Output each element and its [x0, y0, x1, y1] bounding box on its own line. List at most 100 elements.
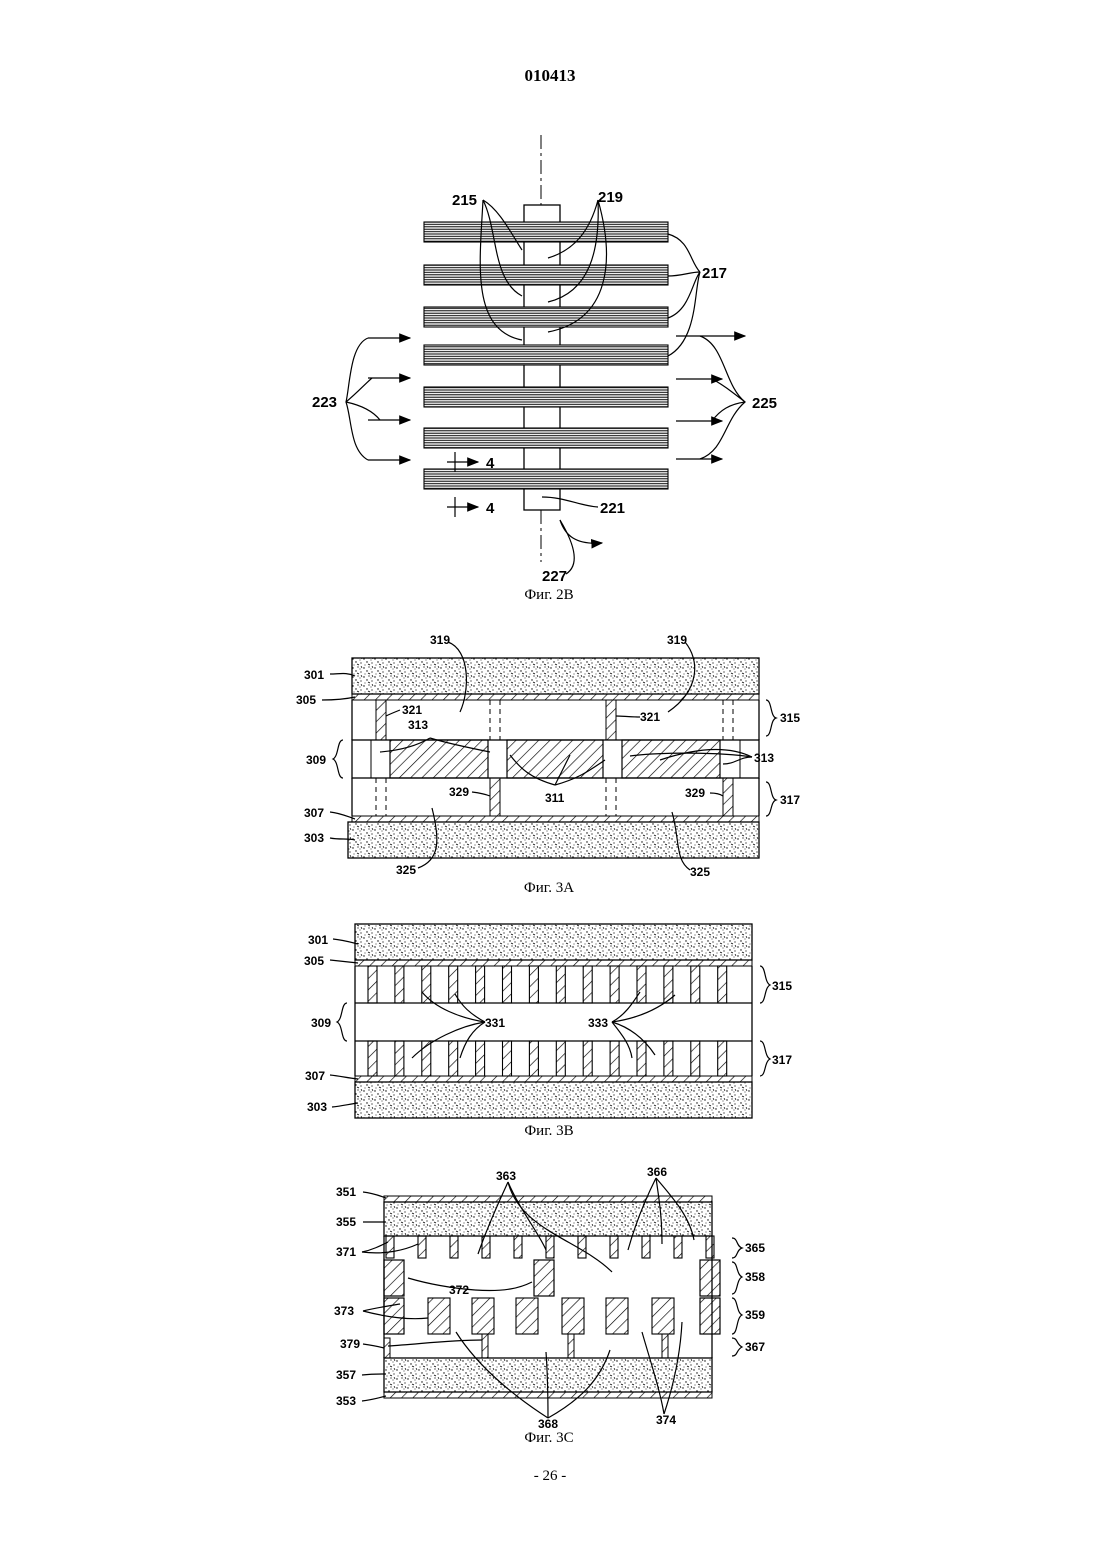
flow-fin: [610, 1236, 618, 1258]
label-331: 331: [485, 1016, 505, 1030]
label-358: 358: [745, 1270, 765, 1284]
label-217: 217: [702, 265, 727, 282]
label-366: 366: [647, 1165, 667, 1179]
channel-wall-post: [583, 966, 592, 1003]
channel-wall-post: [610, 966, 619, 1003]
label-215: 215: [452, 192, 477, 209]
channel-wall-post: [503, 966, 512, 1003]
label-371: 371: [336, 1245, 356, 1259]
flow-fin: [418, 1236, 426, 1258]
figure-3a-drawing: [322, 642, 776, 870]
label-357: 357: [336, 1368, 356, 1382]
channel-wall-post: [664, 1041, 673, 1076]
channel-wall-post: [449, 1041, 458, 1076]
label-359: 359: [745, 1308, 765, 1322]
cooling-plate: [424, 428, 668, 448]
separator-block: [428, 1298, 450, 1334]
channel-wall-post: [476, 966, 485, 1003]
label-319-left: 319: [430, 633, 450, 647]
cooling-plate: [424, 307, 668, 327]
label-355: 355: [336, 1215, 356, 1229]
channel-wall-post: [395, 966, 404, 1003]
channel-wall-post: [503, 1041, 512, 1076]
figure-2b-drawing: [346, 135, 745, 574]
page-number: - 26 -: [0, 1468, 1100, 1485]
channel-wall-post: [556, 966, 565, 1003]
label-section-4-top: 4: [486, 455, 495, 472]
separator-block: [516, 1298, 538, 1334]
flow-fin: [386, 1236, 394, 1258]
label-333: 333: [588, 1016, 608, 1030]
channel-wall-post: [610, 1041, 619, 1076]
label-372: 372: [449, 1283, 469, 1297]
label-305: 305: [296, 693, 316, 707]
flow-fin: [578, 1236, 586, 1258]
label-221: 221: [600, 500, 625, 517]
flow-fin: [514, 1236, 522, 1258]
flow-fin: [450, 1236, 458, 1258]
label-329-left: 329: [449, 785, 469, 799]
channel-wall-post: [368, 1041, 377, 1076]
label-219: 219: [598, 189, 623, 206]
label-309-b: 309: [311, 1016, 331, 1030]
label-368: 368: [538, 1417, 558, 1431]
label-223: 223: [312, 394, 337, 411]
channel-wall-post: [556, 1041, 565, 1076]
label-329-right: 329: [685, 786, 705, 800]
label-363: 363: [496, 1169, 516, 1183]
label-303-b: 303: [307, 1100, 327, 1114]
caption-fig-3b: Фиг. 3B: [399, 1123, 699, 1140]
label-315-b: 315: [772, 979, 792, 993]
label-321-left: 321: [402, 703, 422, 717]
channel-wall-post: [529, 966, 538, 1003]
cooling-plate: [424, 387, 668, 407]
channel-wall-post: [691, 966, 700, 1003]
separator-block: [652, 1298, 674, 1334]
cooling-plate: [424, 265, 668, 285]
label-section-4-bottom: 4: [486, 500, 495, 517]
channel-wall-post: [449, 966, 458, 1003]
caption-fig-2b: Фиг. 2B: [399, 587, 699, 604]
channel-wall-post: [529, 1041, 538, 1076]
caption-fig-3c: Фиг. 3C: [399, 1430, 699, 1447]
label-313-left: 313: [408, 718, 428, 732]
label-365: 365: [745, 1241, 765, 1255]
figure-3b-drawing: [330, 924, 770, 1118]
label-225: 225: [752, 395, 777, 412]
flow-fin: [706, 1236, 714, 1258]
channel-wall-post: [368, 966, 377, 1003]
label-303: 303: [304, 831, 324, 845]
label-317-b: 317: [772, 1053, 792, 1067]
label-353: 353: [336, 1394, 356, 1408]
channel-wall-post: [637, 1041, 646, 1076]
channel-wall-post: [718, 966, 727, 1003]
channel-wall-post: [583, 1041, 592, 1076]
label-319-right: 319: [667, 633, 687, 647]
label-315: 315: [780, 711, 800, 725]
label-379: 379: [340, 1337, 360, 1351]
label-311: 311: [545, 791, 565, 805]
label-321-right: 321: [640, 710, 660, 724]
channel-wall-post: [718, 1041, 727, 1076]
label-317: 317: [780, 793, 800, 807]
label-307-b: 307: [305, 1069, 325, 1083]
channel-wall-post: [637, 966, 646, 1003]
cooling-plate: [424, 345, 668, 365]
label-301: 301: [304, 668, 324, 682]
cooling-plate: [424, 222, 668, 242]
label-374: 374: [656, 1413, 676, 1427]
flow-fin: [642, 1236, 650, 1258]
label-367: 367: [745, 1340, 765, 1354]
label-351: 351: [336, 1185, 356, 1199]
flow-fin: [674, 1236, 682, 1258]
separator-block: [472, 1298, 494, 1334]
channel-wall-post: [691, 1041, 700, 1076]
label-373: 373: [334, 1304, 354, 1318]
separator-block: [606, 1298, 628, 1334]
label-305-b: 305: [304, 954, 324, 968]
label-307: 307: [304, 806, 324, 820]
caption-fig-3a: Фиг. 3A: [399, 880, 699, 897]
label-301-b: 301: [308, 933, 328, 947]
figure-3c-drawing: [362, 1178, 742, 1418]
separator-block: [562, 1298, 584, 1334]
